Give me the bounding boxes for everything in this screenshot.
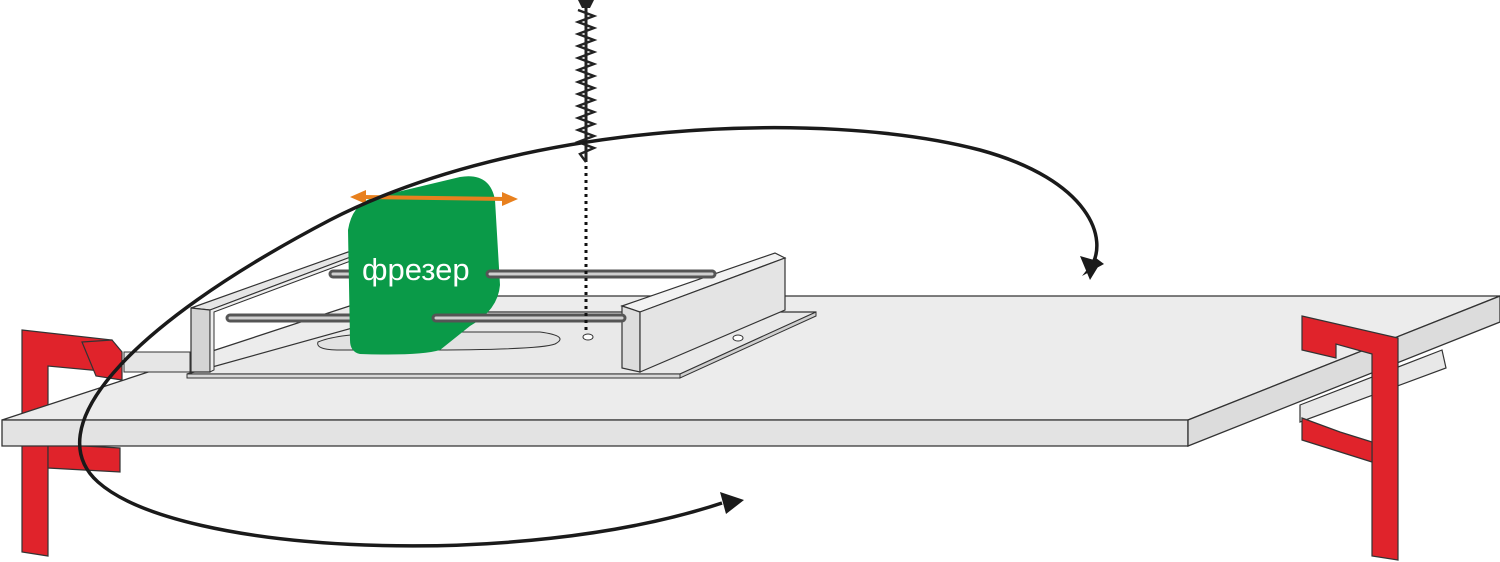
move-arrow-icon	[350, 190, 518, 206]
left-bracket	[21, 329, 123, 557]
rod-front-segments	[431, 269, 717, 323]
right-fence	[620, 252, 787, 373]
right-bracket	[1301, 315, 1399, 561]
router-label: фрезер	[362, 252, 470, 287]
screw-icon	[574, 0, 598, 334]
router-body: фрезер	[348, 176, 500, 355]
flip-arrow-icon	[77, 125, 1104, 548]
